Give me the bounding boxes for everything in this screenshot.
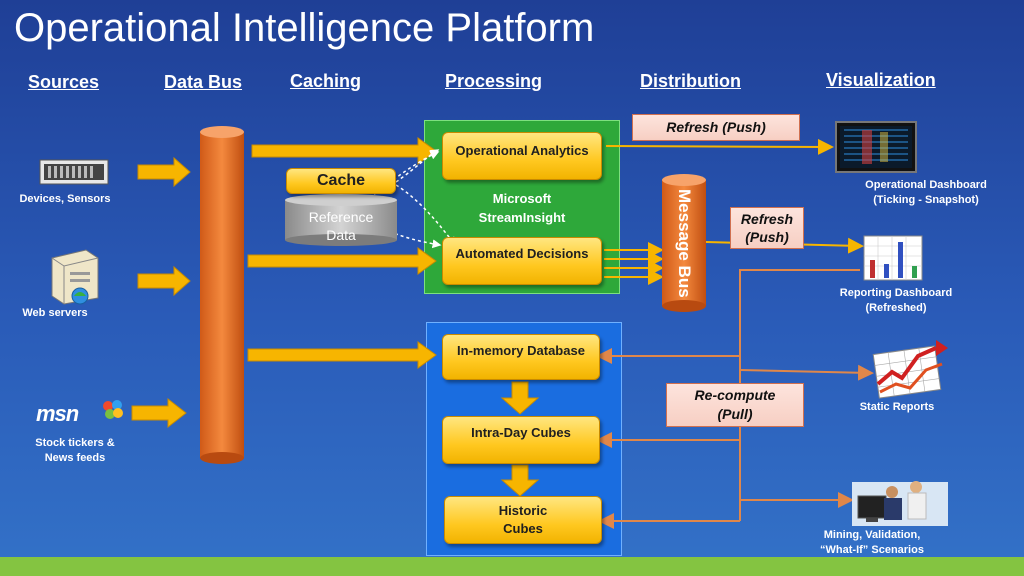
header-caching: Caching [290,71,362,91]
header-data-bus: Data Bus [164,72,243,92]
streaminsight-label: Microsoft StreamInsight [478,191,566,225]
data-bus-cylinder [200,126,244,464]
source-arrows [131,156,191,429]
refresh-push-callout: Refresh (Push) [730,207,804,249]
footer-strip [0,557,1024,576]
header-sources: Sources [28,72,100,92]
mining-scenarios-label: Mining, Validation, “What-If” Scenarios [820,529,924,557]
header-visualization: Visualization [826,70,936,90]
stock-tickers-label: Stock tickers & News feeds [35,437,115,465]
header-distribution: Distribution [640,71,741,91]
bar-chart-icon [863,235,923,281]
cache-box: Cache [286,168,396,194]
web-server-icon [51,249,99,305]
msn-logo: msn [36,401,79,426]
in-memory-database-box: In-memory Database [442,334,600,380]
msn-butterfly-icon [103,400,123,419]
header-processing: Processing [445,71,543,91]
bus-arrows [247,137,437,369]
static-reports-label: Static Reports [859,401,935,413]
message-bus-cylinder [662,174,706,312]
recompute-pull-callout: Re-compute (Pull) [666,383,804,427]
trading-screen-icon [835,121,917,173]
decisions-to-bus-arrows [604,242,664,285]
refresh-push-callout-top: Refresh (Push) [632,114,800,141]
automated-decisions-box: Automated Decisions [442,237,602,285]
historic-cubes-box: Historic Cubes [444,496,602,544]
reporting-dashboard-label: Reporting Dashboard (Refreshed) [839,287,953,315]
reference-data-cylinder [285,194,397,246]
cube-flow-arrows [500,381,540,497]
page-title: Operational Intelligence Platform [14,6,595,50]
web-servers-label: Web servers [22,307,88,319]
op-analytics-arrow [605,138,834,155]
server-rack-icon [39,159,109,185]
recompute-connectors [596,269,874,529]
operational-analytics-box: Operational Analytics [442,132,602,180]
message-bus-label: Message Bus [675,188,694,298]
people-at-computer-icon [852,481,948,526]
message-bus-label-wrap: Message Bus [664,186,704,300]
operational-dashboard-label: Operational Dashboard (Ticking - Snapsho… [865,179,987,207]
devices-sensors-label: Devices, Sensors [19,193,111,205]
intra-day-cubes-box: Intra-Day Cubes [442,416,600,464]
reference-data-label: Reference Data [308,209,374,243]
rising-chart-icon [872,340,948,399]
